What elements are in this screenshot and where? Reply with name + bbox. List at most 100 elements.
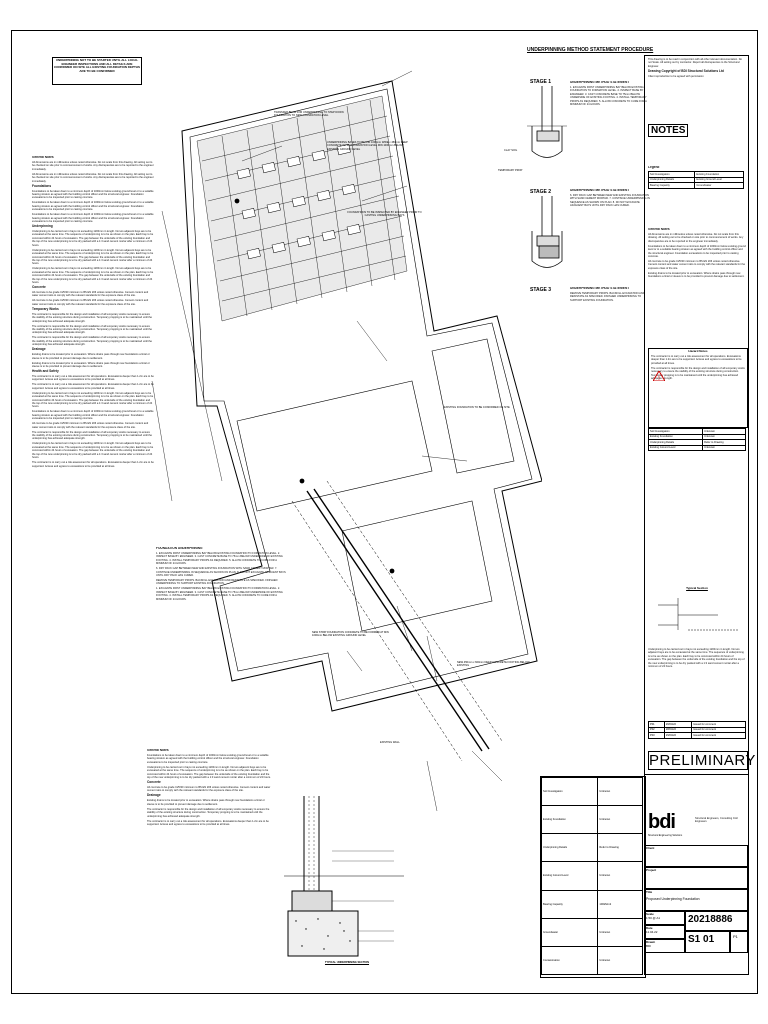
block-text: All concrete to be grade C25/30 minimum … [147, 786, 271, 793]
warning-triangle-icon: ! [653, 371, 665, 381]
block-text: Foundations to be taken down to a minimu… [147, 754, 269, 764]
general-text: All dimensions are in millimetres unless… [648, 233, 744, 243]
info-cell: Unknown [702, 428, 746, 435]
drawn-field: Drawn BDI [645, 939, 685, 953]
health-safety-text: The contractor is to carry out a risk as… [32, 383, 154, 390]
health-safety-heading: Health and Safety [32, 369, 59, 373]
title-field: Title Proposed Underpinning Foundation [645, 889, 748, 911]
scale-label: Scale [646, 912, 654, 916]
company-sub: Structural Engineering Solutions [648, 834, 683, 837]
foundation-underpinning-text: 1. EXCAVATE FIRST UNDERPINNING BAY BELOW… [156, 587, 283, 601]
client-field: Client [645, 845, 748, 867]
stage-1-steps: 1. EXCAVATE FIRST UNDERPINNING BAY BELOW… [570, 86, 647, 107]
foundation-underpinning-text: REMOVE TEMPORARY PROPS. BACKFILL EXCAVAT… [156, 579, 278, 586]
drainage-heading: Drainage [32, 347, 46, 352]
legend-heading: Legend [648, 166, 660, 169]
concrete-text: All concrete to be grade C25/30 minimum … [32, 422, 149, 429]
info-cell: Unknown [702, 444, 746, 451]
foundation-plan-drawing [151, 70, 542, 812]
hazard-text: The contractor is to carry out a risk as… [651, 355, 745, 425]
underpinning-heading: Underpinning [32, 224, 53, 229]
callout-transfer-beam: TRANSFER BEAM FOR UNDERPINNING TO STEP D… [274, 111, 344, 118]
copyright-sub: Client reproduction to be agreed with pe… [648, 74, 704, 78]
concrete-text: All concrete to be grade C25/30 minimum … [32, 299, 149, 306]
date-label: Date [646, 926, 653, 930]
foundations-text: Foundations to be taken down to a minimu… [32, 213, 154, 224]
info-cell: Soil Investigation [647, 428, 704, 435]
info-cell: Underpinning Details [647, 439, 704, 446]
underpinning-text: Underpinning to be carried out in bays n… [32, 442, 154, 460]
foundation-underpinning-text: 6. DRY PACK GAP BETWEEN NEW AND EXISTING… [156, 567, 286, 578]
job-number: 20218886 [685, 911, 748, 931]
health-safety-text: The contractor is to carry out a risk as… [32, 375, 154, 382]
foundations-text: Foundations to be taken down to a minimu… [32, 201, 154, 212]
site-info-cell: Existing Foundation [540, 805, 599, 835]
site-info-cell: Unknown [597, 945, 643, 976]
concrete-text: All concrete to be grade C25/30 minimum … [32, 290, 149, 298]
info-cell: Existing Foundation [647, 433, 704, 440]
stage-1-text: UNDERPINNING METHOD STATEMENT 1. EXCAVAT… [570, 81, 652, 181]
block-heading: General Notes [147, 749, 169, 752]
temporary-works-text: The contractor is responsible for the de… [32, 324, 152, 335]
site-info-cell: Underpinning Details [540, 833, 599, 863]
general-text: Foundations to be taken down to a minimu… [648, 244, 746, 259]
hazard-paragraph: The contractor is responsible for the de… [651, 366, 745, 381]
block-text: Existing drains to be located prior to e… [147, 799, 265, 806]
section-notes-text: Underpinning to be carried out in bays n… [648, 648, 745, 669]
info-cell: Existing Ground Level [647, 444, 704, 451]
callout-existing-foundation: EXISTING FOUNDATION TO BE CONFIRMED ON S… [444, 406, 510, 409]
title-block: bdi Structural Engineering Solutions Str… [645, 774, 748, 975]
block-heading: Drainage [147, 793, 161, 798]
block-heading: Concrete [147, 780, 161, 785]
temporary-works-heading: Temporary Works [32, 306, 59, 311]
general-notes-column: General Notes All dimensions are in mill… [32, 156, 154, 981]
copyright-text: Drawing Copyright of BDI Structural Solu… [648, 68, 724, 73]
rev-cell: P03 [648, 732, 665, 739]
rev-cell: 29/04/22 [663, 732, 693, 739]
section-legend-graphic [658, 598, 738, 631]
foundation-underpinning-text: 1. EXCAVATE FIRST UNDERPINNING BAY BELOW… [156, 552, 283, 566]
label-clay-soil: CLAY SOIL [504, 149, 518, 152]
notes-heading: NOTES [648, 124, 689, 137]
general-heading: General Notes [648, 228, 670, 231]
foundation-underpinning-block: FOUNDATION UNDERPINNING 1. EXCAVATE FIRS… [156, 547, 286, 667]
stage-3-steps: REMOVE TEMPORARY PROPS. BACKFILL EXCAVAT… [570, 292, 645, 302]
rev-cell: Issued for comment [691, 732, 746, 739]
callout-new-footing: NEW 450mm x 600mm DEEP CONCRETE FOOTING … [457, 661, 530, 668]
stage-2-diagram [531, 196, 563, 268]
block-text: Underpinning to be carried out in bays n… [147, 765, 271, 780]
date-field: Date 11.04.22 [645, 925, 685, 939]
block-text: The contractor is to carry out a risk as… [147, 819, 269, 827]
section-legend-heading: Typical Section [686, 586, 708, 590]
stage-2-text: UNDERPINNING METHOD STATEMENT 6. DRY PAC… [570, 189, 652, 279]
svg-text:!: ! [658, 375, 660, 381]
preliminary-stamp: PRELIMINARY [648, 751, 756, 770]
foundations-text: Foundations to be taken down to a minimu… [32, 410, 154, 421]
stage-3-label: STAGE 3 [530, 287, 552, 293]
underpinning-text: Underpinning to be carried out in bays n… [32, 267, 154, 284]
hazard-box: Hazard Notes The contractor is to carry … [648, 348, 748, 428]
underpinning-text: Underpinning to be carried out in bays n… [32, 391, 154, 409]
scale-value: 1:50 @ A1 [646, 916, 661, 920]
drawn-value: BDI [646, 944, 652, 948]
info-cell: Refer to Drawing [702, 439, 746, 446]
title-value: Proposed Underpinning Foundation [646, 897, 700, 901]
stage-1-diagram [527, 86, 567, 158]
stage-2-steps: 6. DRY PACK GAP BETWEEN NEW AND EXISTING… [570, 194, 650, 208]
stage-2-subtitle: UNDERPINNING METHOD STATEMENT [570, 189, 630, 192]
company-logo: bdi Structural Engineering Solutions [648, 811, 688, 839]
site-info-cell: Bearing Capacity [540, 889, 599, 919]
temporary-works-text: The contractor is responsible for the de… [32, 336, 152, 347]
foundations-text: Foundations to be taken down to a minimu… [32, 189, 154, 200]
temporary-works-text: The contractor is responsible for the de… [32, 430, 152, 441]
general-text: All concrete to be grade C25/30 minimum … [648, 260, 746, 270]
stage-1-label: STAGE 1 [530, 79, 552, 85]
site-info-cell: Refer to Drawing [597, 833, 643, 863]
company-name: bdi [648, 811, 676, 833]
company-address: Structural Engineers, Consulting Civil E… [695, 817, 745, 837]
